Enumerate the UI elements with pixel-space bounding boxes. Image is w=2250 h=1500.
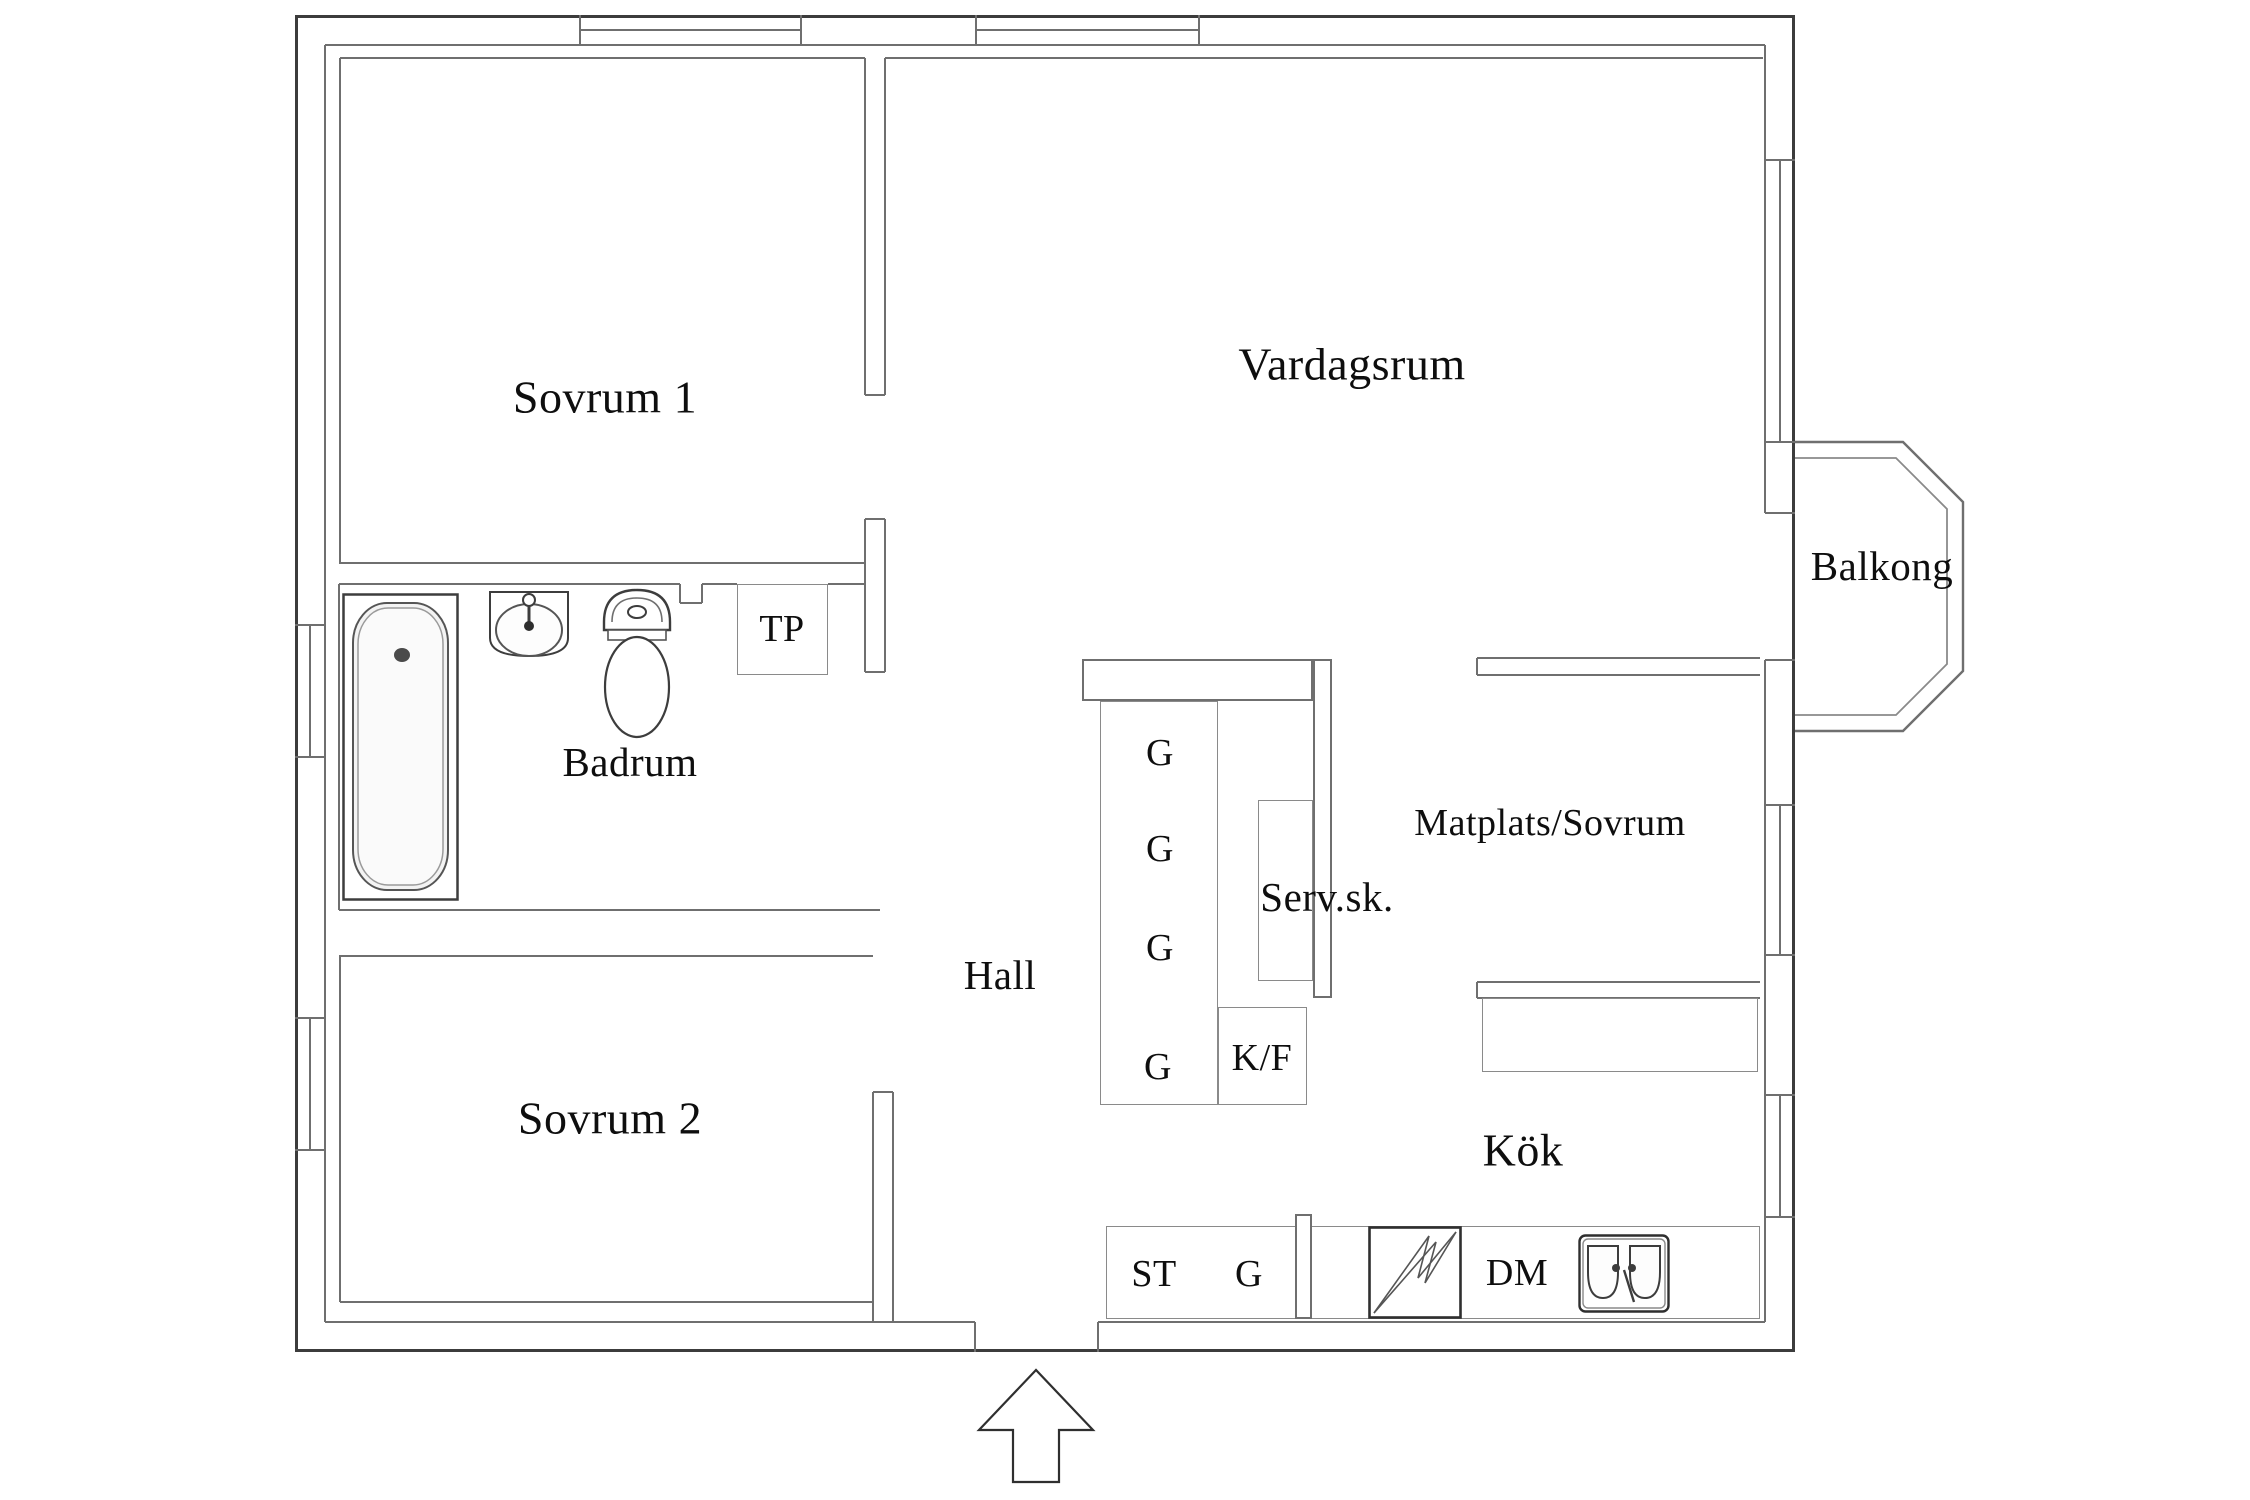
window-glazing-sovrum1 [580,29,801,31]
room-label-balkong: Balkong [1810,543,1954,589]
sovrum1-door-jamb-top [865,394,885,396]
closet-label-g2: G [1146,828,1174,870]
entrance-jamb-right [1097,1322,1099,1352]
closet-block-top-wall [1082,659,1313,701]
g-closet-column [1100,701,1218,1105]
sovrum1-left [339,58,341,563]
window-tick [1765,954,1795,956]
outer-wall [295,15,1795,1352]
sovrum1-right-lower [864,519,866,672]
balcony-door-jamb-top [1765,512,1795,514]
closet-label-tp: TP [759,608,805,650]
window-glazing-sovrum2 [309,1018,311,1150]
inner-wall-right-lower [1764,660,1766,1322]
balcony-door-jamb-bottom [1765,659,1795,661]
sovrum2-top [339,955,873,957]
room-label-badrum: Badrum [562,739,698,785]
closet-label-g3: G [1146,927,1174,969]
tp-closet [737,584,828,675]
window-tick [975,15,977,45]
window-tick [800,15,802,45]
room-label-kok: Kök [1482,1124,1564,1176]
closet-label-kf: K/F [1231,1037,1293,1079]
kitchen-worktop-upper [1482,998,1758,1072]
washbasin-icon [489,591,569,658]
kitchen-wall-stub [1295,1214,1312,1319]
badrum-bottom [339,909,880,911]
inner-wall-top [325,44,1765,46]
sovrum2-bottom [340,1301,873,1303]
entrance-jamb-left [974,1322,976,1352]
matplats-wall-end-cap [1476,658,1478,675]
closet-label-servsk: Serv.sk. [1260,874,1394,920]
cabinet-label-g-kitchen: G [1235,1253,1263,1295]
bathtub-icon [342,593,459,901]
kok-wall-end-cap [1476,982,1478,998]
window-tick [295,1149,325,1151]
balcony-outline [1795,440,1965,733]
window-tick [1765,1216,1795,1218]
kok-wall-top [1477,981,1760,983]
badrum-wall-end-cap [865,671,885,673]
badrum-notch-right [701,584,703,603]
inner-wall-right-upper [1764,45,1766,513]
appliance-label-dm: DM [1485,1252,1549,1294]
stove-icon [1368,1226,1462,1319]
sovrum1-bottom [339,562,865,564]
closet-label-g4: G [1144,1046,1172,1088]
badrum-top-notch [680,602,702,604]
room-label-sovrum1: Sovrum 1 [512,371,698,423]
vardagsrum-top [885,57,1763,59]
sovrum1-right-upper [864,58,866,395]
servsk-right-wall [1313,659,1332,998]
window-tick [579,15,581,45]
window-glazing-matplats [1779,805,1781,955]
sovrum2-left [339,956,341,1302]
window-tick [295,756,325,758]
sovrum1-door-jamb-bottom [865,518,885,520]
kf-closet [1218,1007,1307,1105]
sovrum2-door-jamb [873,1091,893,1093]
room-label-sovrum2: Sovrum 2 [517,1092,703,1144]
window-glazing-kok [1779,1095,1781,1217]
vardagsrum-left-upper [884,58,886,395]
window-glazing-badrum [309,625,311,757]
inner-wall-bottom-left [325,1321,975,1323]
matplats-wall-bottom [1477,674,1760,676]
inner-wall-left [324,45,326,1322]
entrance-arrow-icon [976,1368,1096,1484]
sovrum2-hall-wall-a [872,1092,874,1322]
badrum-top-right [828,583,865,585]
servsk-closet [1258,800,1313,981]
cabinet-label-st: ST [1131,1253,1177,1295]
vardagsrum-left-lower [884,519,886,672]
room-label-hall: Hall [963,952,1037,998]
sovrum2-hall-wall-b [892,1092,894,1322]
badrum-notch-left [679,584,681,603]
kitchen-sink-icon [1578,1234,1670,1313]
window-glazing-vardagsrum-right [1779,160,1781,442]
closet-label-g1: G [1146,732,1174,774]
matplats-wall-top [1477,657,1760,659]
badrum-left [338,584,340,910]
room-label-vardagsrum: Vardagsrum [1238,338,1466,390]
badrum-top-left [339,583,680,585]
badrum-top-mid [702,583,737,585]
toilet-icon [602,588,672,739]
sovrum1-top [340,57,865,59]
window-tick [1198,15,1200,45]
window-tick [1765,441,1795,443]
room-label-matplats: Matplats/Sovrum [1414,802,1686,844]
window-glazing-vardagsrum [976,29,1199,31]
inner-wall-bottom-right [1098,1321,1765,1323]
